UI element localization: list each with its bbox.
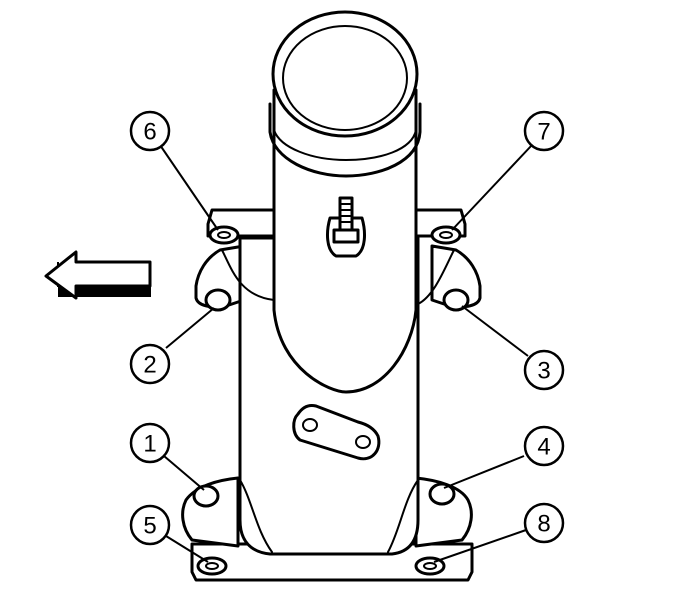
callout-4-label: 4 [537,434,550,461]
callout-3: 3 [523,349,565,391]
callout-5: 5 [129,504,171,546]
bolt-holes [192,225,470,576]
direction-arrow-icon [44,250,152,300]
callout-3-label: 3 [537,358,550,385]
callout-2: 2 [129,343,171,385]
callout-8: 8 [523,502,565,544]
callout-2-label: 2 [143,352,156,379]
callout-1: 1 [129,422,171,464]
sensor-stud [326,196,366,258]
callout-7: 7 [523,110,565,152]
callout-6: 6 [129,110,171,152]
callout-7-label: 7 [537,119,550,146]
callout-5-label: 5 [143,513,156,540]
bracket-plate [292,404,381,461]
callout-4: 4 [523,425,565,467]
callout-8-label: 8 [537,511,550,538]
callout-6-label: 6 [143,119,156,146]
callout-1-label: 1 [143,431,156,458]
leader-lines [159,144,533,563]
